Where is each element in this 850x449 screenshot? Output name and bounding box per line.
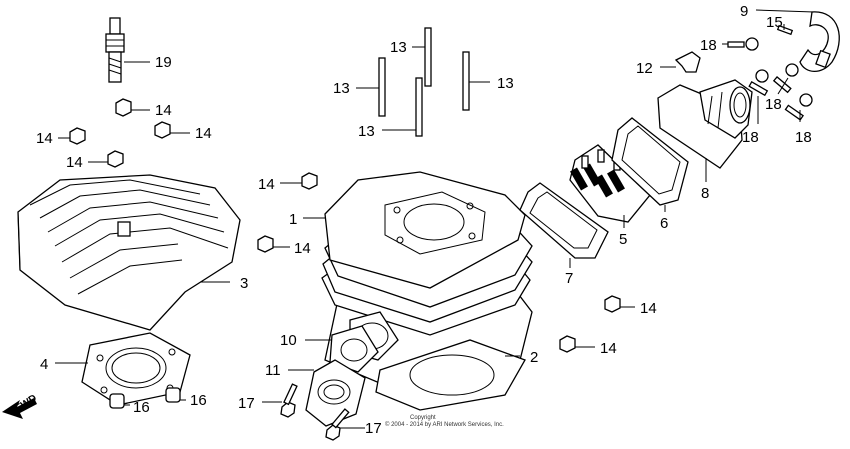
callout-labels: 19 14 14 14 14 14 14 14 14 3 4 16 16 13 … — [14, 3, 812, 437]
callout-18a: 18 — [700, 37, 717, 54]
callout-15: 15 — [766, 14, 783, 31]
dowel-pin-group — [109, 387, 186, 409]
callout-18c: 18 — [742, 129, 759, 146]
callout-8: 8 — [701, 185, 709, 202]
callout-13c: 13 — [497, 75, 514, 92]
callout-13a: 13 — [390, 39, 407, 56]
screw-group — [722, 24, 813, 124]
intake-spacer — [611, 117, 689, 212]
callout-2: 2 — [530, 349, 538, 366]
callout-14c: 14 — [195, 125, 212, 142]
callout-16a: 16 — [133, 399, 150, 416]
callout-7: 7 — [565, 270, 573, 287]
callout-14h: 14 — [600, 340, 617, 357]
band-clamp — [755, 9, 840, 73]
callout-11: 11 — [265, 362, 281, 379]
copyright-line1: Copyright — [410, 415, 436, 421]
callout-14f: 14 — [294, 240, 311, 257]
fwd-label: FWD — [14, 393, 39, 415]
callout-13b: 13 — [333, 80, 350, 97]
callout-14e: 14 — [258, 176, 275, 193]
intake-gasket — [305, 325, 379, 373]
callout-10: 10 — [280, 332, 297, 349]
callout-14d: 14 — [66, 154, 83, 171]
callout-3: 3 — [240, 275, 248, 292]
head-gasket — [55, 332, 191, 406]
callout-16b: 16 — [190, 392, 207, 409]
cylinder — [303, 171, 533, 401]
intake-manifold — [288, 359, 366, 427]
callout-14g: 14 — [640, 300, 657, 317]
carburetor-insulator — [657, 79, 753, 182]
bolt-group-17 — [262, 383, 365, 441]
tube-clip — [660, 51, 701, 73]
reed-valve-gasket — [519, 182, 609, 268]
callout-9: 9 — [740, 3, 748, 20]
reed-valve — [569, 144, 651, 228]
callout-14b: 14 — [36, 130, 53, 147]
cap-nut-group — [58, 98, 635, 353]
callout-18b: 18 — [765, 96, 782, 113]
callout-18d: 18 — [795, 129, 812, 146]
callout-17a: 17 — [238, 395, 255, 412]
callout-19: 19 — [155, 54, 172, 71]
callout-5: 5 — [619, 231, 627, 248]
copyright-line2: © 2004 - 2014 by ARI Network Services, I… — [385, 421, 504, 428]
cylinder-head — [17, 174, 241, 331]
callout-17b: 17 — [365, 420, 382, 437]
forward-arrow-icon — [2, 398, 37, 419]
spark-plug — [105, 17, 150, 83]
base-gasket — [375, 339, 526, 411]
callout-13d: 13 — [358, 123, 375, 140]
callout-6: 6 — [660, 215, 668, 232]
callout-14a: 14 — [155, 102, 172, 119]
callout-12: 12 — [636, 60, 653, 77]
callout-4: 4 — [40, 356, 48, 373]
callout-1: 1 — [289, 211, 297, 228]
stud-bolt-group — [356, 27, 490, 137]
